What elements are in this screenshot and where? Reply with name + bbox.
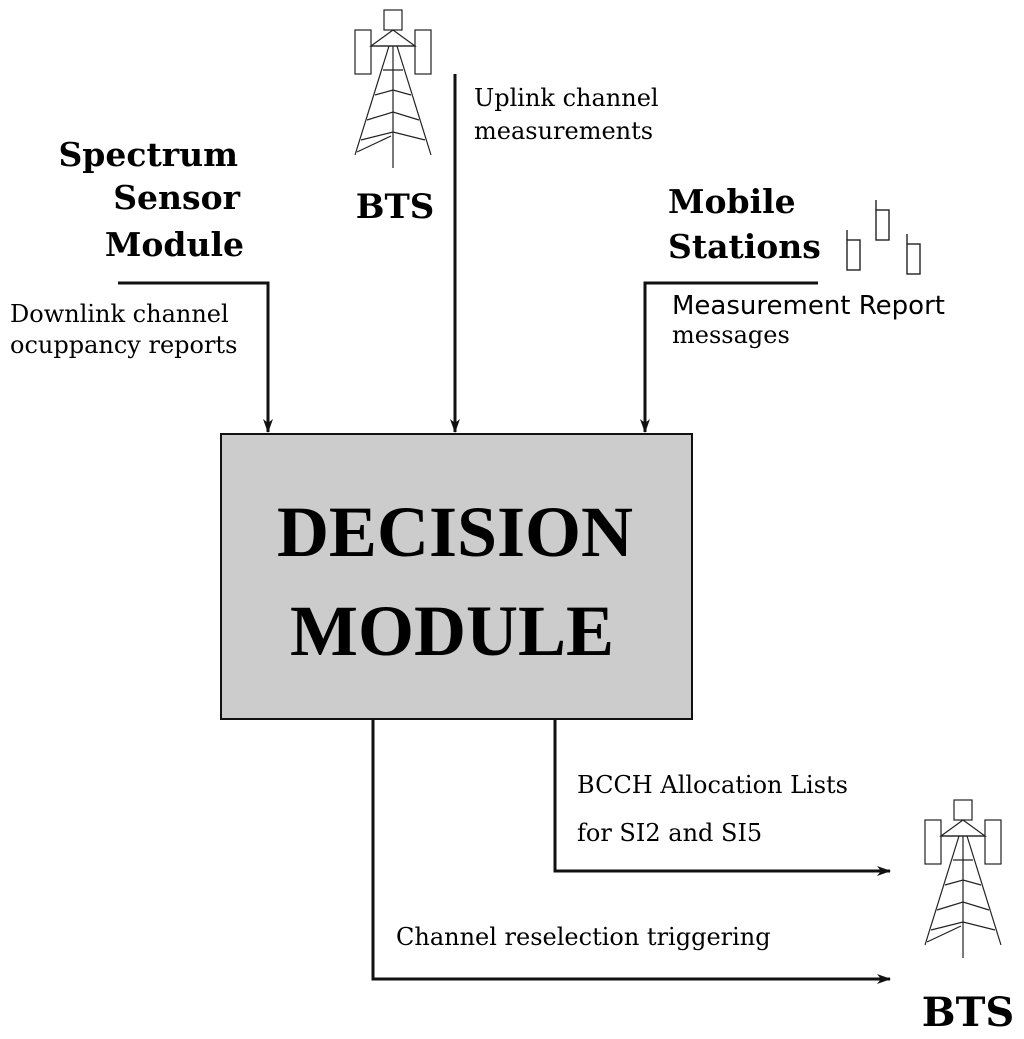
uplink-measurements-label: Uplink channel measurements — [474, 84, 659, 145]
spectrum-sensor-line-1: Spectrum — [58, 135, 238, 174]
decision-module-box — [220, 433, 693, 720]
channel-reselection-label: Channel reselection triggering — [396, 923, 771, 951]
bts-top-label: BTS — [356, 187, 435, 227]
spectrum-sensor-line-3: Module — [105, 225, 244, 264]
downlink-reports-label: Downlink channel ocuppancy reports — [10, 300, 237, 359]
bts-tower-icon — [354, 9, 432, 168]
spectrum-sensor-module-label: Spectrum Sensor Module — [58, 135, 244, 264]
bcch-line-2: for SI2 and SI5 — [577, 819, 762, 847]
measurement-report-line-2: messages — [672, 321, 790, 349]
measurement-report-label: Measurement Report messages — [672, 291, 945, 349]
downlink-line-2: ocuppancy reports — [10, 331, 237, 359]
mobile-stations-arrow — [640, 281, 818, 433]
decision-module-title: DECISION MODULE — [277, 492, 633, 671]
bcch-output-arrow — [553, 719, 891, 876]
downlink-line-1: Downlink channel — [10, 300, 229, 328]
bts-tower-icon — [924, 799, 1002, 958]
bcch-line-1: BCCH Allocation Lists — [577, 771, 848, 799]
mobile-stations-line-1: Mobile — [668, 182, 796, 221]
spectrum-sensor-line-2: Sensor — [113, 178, 240, 217]
decision-module-line-2: MODULE — [290, 591, 614, 671]
mobile-phones-icon — [846, 200, 921, 275]
spectrum-sensor-arrow — [118, 281, 273, 433]
reselection-output-arrow — [371, 719, 891, 984]
decision-module-line-1: DECISION — [277, 492, 633, 572]
bts-bottom-label: BTS — [922, 989, 1014, 1036]
bcch-allocation-label: BCCH Allocation Lists for SI2 and SI5 — [577, 771, 848, 847]
uplink-line-2: measurements — [474, 117, 653, 145]
uplink-line-1: Uplink channel — [474, 84, 659, 112]
mobile-stations-label: Mobile Stations — [668, 182, 821, 266]
measurement-report-line-1: Measurement Report — [672, 291, 945, 321]
mobile-stations-line-2: Stations — [668, 227, 821, 266]
